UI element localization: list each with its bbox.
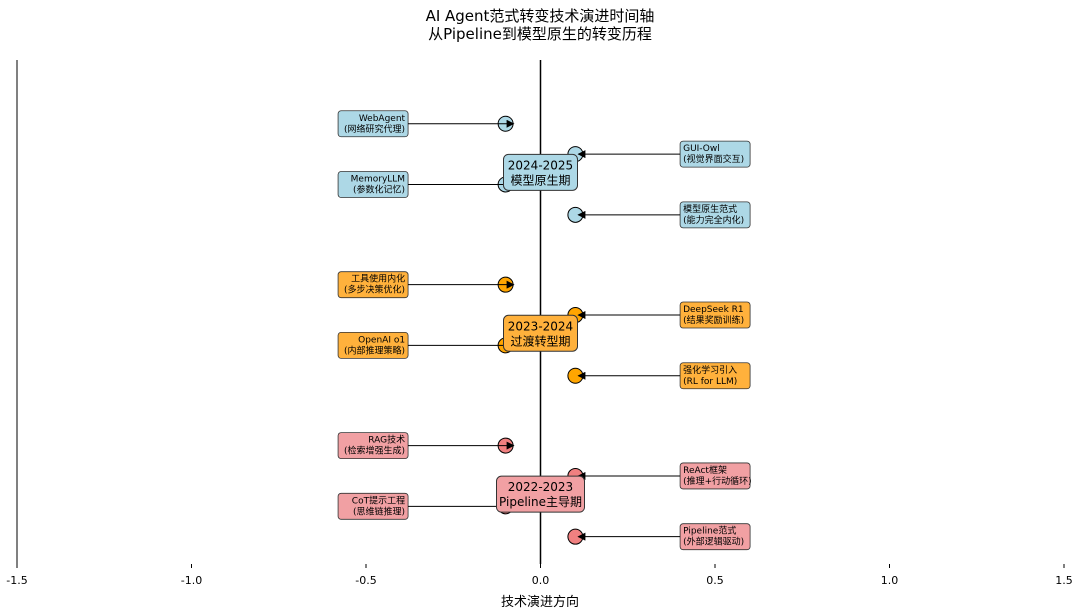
event-label-text: Pipeline范式 bbox=[683, 525, 736, 537]
phase-label-box bbox=[496, 475, 585, 513]
event-label-text: 强化学习引入 bbox=[683, 364, 737, 376]
chart-title: AI Agent范式转变技术演进时间轴 bbox=[425, 7, 655, 25]
event-label-text: GUI-Owl bbox=[683, 144, 720, 154]
event-label-text: (推理+行动循环) bbox=[683, 475, 752, 487]
event-label-text: (内部推理策略) bbox=[344, 344, 405, 356]
x-tick-label: 0.5 bbox=[706, 574, 724, 587]
phase-label-text: Pipeline主导期 bbox=[499, 495, 582, 509]
x-tick-label: 0.0 bbox=[532, 574, 550, 587]
event-label-text: (多步决策优化) bbox=[344, 284, 405, 296]
event-label-text: (视觉界面交互) bbox=[683, 153, 744, 165]
event-label-text: (检索增强生成) bbox=[344, 445, 405, 457]
event-label-text: OpenAI o1 bbox=[358, 335, 405, 345]
event-label-text: (能力完全内化) bbox=[683, 214, 744, 226]
phase-label-text: 过渡转型期 bbox=[510, 333, 570, 348]
event-label-text: CoT提示工程 bbox=[352, 495, 405, 506]
event-label-text: (结果奖励训练) bbox=[683, 314, 744, 326]
event-label-text: MemoryLLM bbox=[351, 174, 405, 184]
phase-label-box bbox=[503, 153, 578, 191]
phase-label-text: 2022-2023 bbox=[508, 480, 573, 494]
x-tick-label: -1.0 bbox=[181, 574, 202, 587]
x-axis-label: 技术演进方向 bbox=[500, 595, 579, 610]
event-label-text: 模型原生范式 bbox=[683, 203, 737, 215]
event-label-text: (RL for LLM) bbox=[683, 377, 737, 387]
event-label-text: DeepSeek R1 bbox=[683, 305, 744, 315]
event-label-text: (思维链推理) bbox=[353, 505, 405, 517]
x-tick-label: -1.5 bbox=[6, 574, 27, 587]
phase-label-text: 模型原生期 bbox=[510, 173, 570, 187]
x-tick-label: 1.0 bbox=[881, 574, 899, 587]
event-label-text: WebAgent bbox=[359, 114, 406, 124]
event-label-text: 工具使用内化 bbox=[351, 273, 405, 285]
event-label-text: ReAct框架 bbox=[683, 464, 727, 476]
event-label-text: (网络研究代理) bbox=[344, 123, 405, 135]
event-label-text: (外部逻辑驱动) bbox=[683, 536, 744, 548]
x-tick-label: -0.5 bbox=[355, 574, 376, 587]
chart-subtitle: 从Pipeline到模型原生的转变历程 bbox=[428, 25, 652, 43]
event-label-text: RAG技术 bbox=[368, 434, 405, 446]
event-label-text: (参数化记忆) bbox=[353, 183, 405, 195]
phase-label-text: 2023-2024 bbox=[508, 319, 573, 333]
phase-label-text: 2024-2025 bbox=[508, 158, 573, 172]
x-tick-label: 1.5 bbox=[1055, 574, 1073, 587]
phase-label-box bbox=[503, 314, 578, 352]
